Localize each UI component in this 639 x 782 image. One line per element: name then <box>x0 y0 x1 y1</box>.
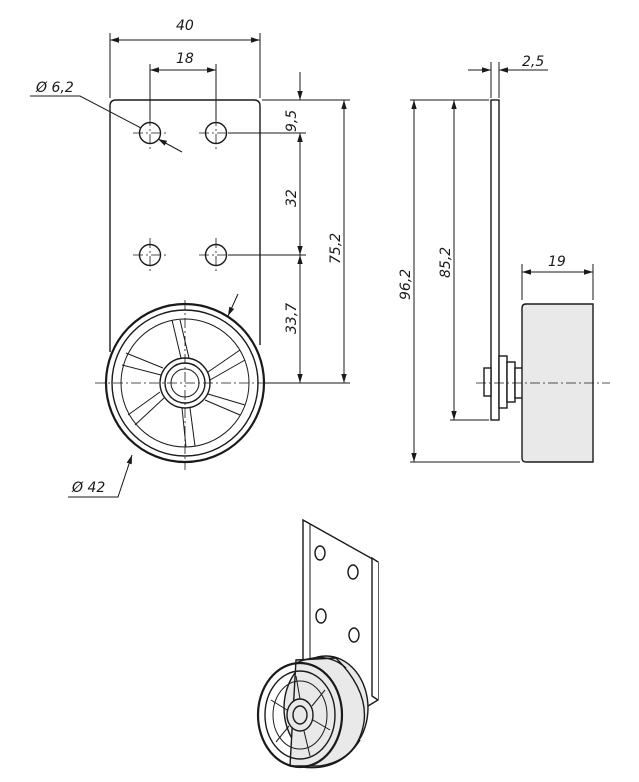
front-plate <box>109 99 261 352</box>
isometric-view <box>256 518 379 769</box>
front-wheel <box>95 300 275 470</box>
side-plate <box>490 99 500 421</box>
side-view: 2,5 96,2 85,2 19 <box>398 54 610 463</box>
iso-wheel <box>256 661 344 769</box>
dim-width-40: 40 <box>176 18 194 34</box>
dim-hole-pitch: 32 <box>284 189 300 207</box>
dim-total-height: 96,2 <box>398 269 414 300</box>
dim-top-offset: 9,5 <box>284 110 300 132</box>
dim-wheel-diameter: Ø 42 <box>71 480 105 496</box>
dim-thickness: 2,5 <box>522 54 544 70</box>
dim-hole-diameter: Ø 6,2 <box>35 80 74 96</box>
dim-spacing-18: 18 <box>176 51 194 67</box>
front-extension-lines <box>109 33 350 384</box>
mounting-holes <box>133 116 233 272</box>
front-view: 40 18 Ø 6,2 9,5 32 33,7 75,2 Ø 42 <box>30 18 350 498</box>
dim-wheel-width: 19 <box>548 254 566 270</box>
dim-height-front: 75,2 <box>328 233 344 264</box>
dim-plate-height: 85,2 <box>438 247 454 278</box>
dim-bottom-offset: 33,7 <box>284 303 300 334</box>
